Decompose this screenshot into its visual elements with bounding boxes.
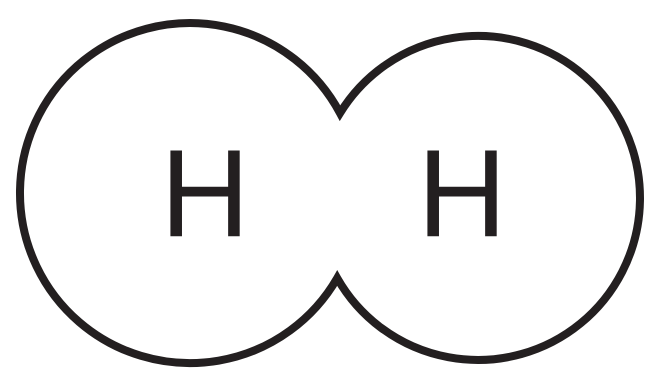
atom-left-label: H	[160, 125, 250, 263]
atom-right-label: H	[417, 125, 507, 263]
molecule-outline	[16, 19, 644, 367]
